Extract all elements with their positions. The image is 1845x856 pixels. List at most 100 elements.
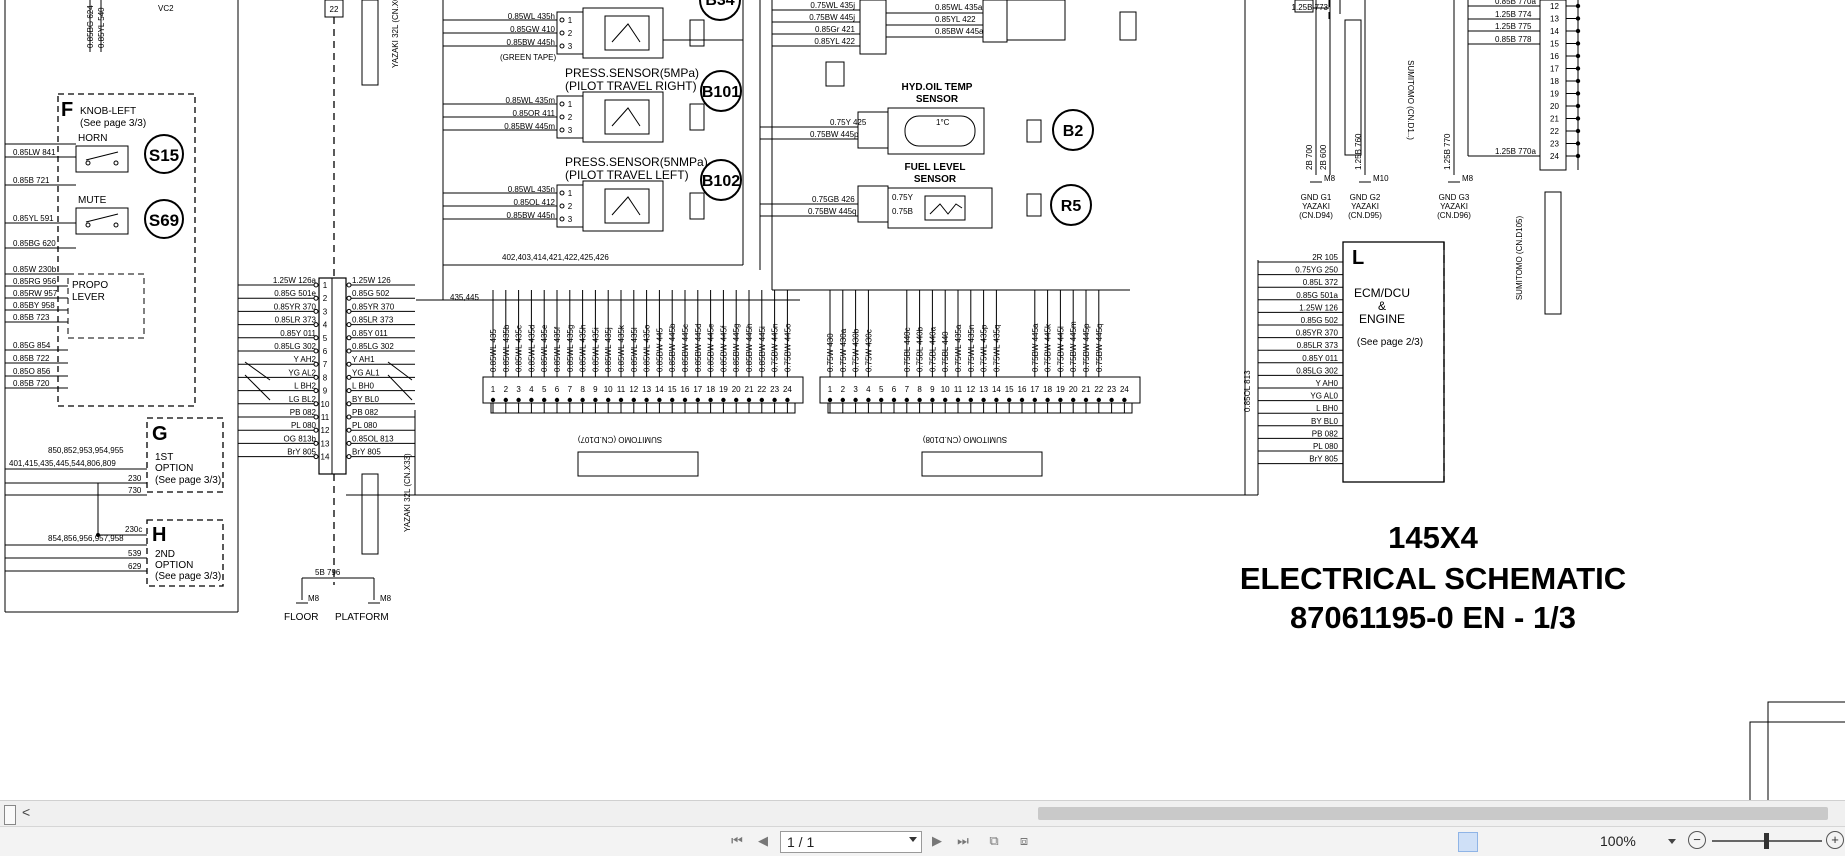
connector-pin: 10 bbox=[321, 400, 330, 409]
bottom-wire-label: 0.85WL 435c bbox=[515, 325, 524, 372]
hyd-wire: 0.75BW 445p bbox=[810, 130, 859, 139]
connector-right-wire: 0.85LG 302 bbox=[352, 342, 394, 351]
connector-pin: 13 bbox=[321, 439, 330, 448]
title-model: 145X4 bbox=[1388, 520, 1478, 555]
top-right-wire: 0.85B 770a bbox=[1495, 0, 1536, 6]
bottom-pin: 19 bbox=[719, 385, 728, 394]
scroll-left-arrow-icon[interactable]: < bbox=[22, 804, 31, 820]
connector-left-wire: 0.85G 501e bbox=[274, 289, 316, 298]
sumitomo-right-label: SUMITOMO (CN.D105) bbox=[1515, 216, 1524, 301]
gnd-maker: YAZAKI bbox=[1351, 202, 1379, 211]
top-mid-wire: 0.75WL 435j bbox=[810, 1, 855, 10]
ecm-wire: BrY 805 bbox=[1309, 455, 1338, 464]
two-page-continuous-view-icon[interactable] bbox=[1548, 832, 1568, 852]
ecm-wire: PL 080 bbox=[1313, 442, 1339, 451]
platform-label: PLATFORM bbox=[335, 612, 389, 623]
horizontal-scrollbar[interactable]: < bbox=[0, 800, 1845, 827]
bottom-pin: 13 bbox=[979, 385, 988, 394]
gnd-cn: (CN.D96) bbox=[1437, 211, 1471, 220]
zoom-in-icon[interactable]: + bbox=[1826, 831, 1844, 849]
b102-label-1: PRESS.SENSOR(5NMPa) bbox=[565, 155, 708, 169]
scroll-left-cap[interactable] bbox=[4, 805, 16, 825]
bottom-pin: 12 bbox=[966, 385, 975, 394]
bottom-pin: 23 bbox=[1107, 385, 1116, 394]
bottom-pin: 6 bbox=[555, 385, 560, 394]
bottom-wire-label: 0.75WL 435p bbox=[980, 324, 989, 372]
connector-pin: 14 bbox=[321, 453, 330, 462]
continuous-view-icon[interactable] bbox=[1488, 832, 1508, 852]
connector-right-wire: PB 082 bbox=[352, 408, 379, 417]
previous-page-icon[interactable]: ◀ bbox=[758, 833, 768, 848]
ecm-wire: BY BL0 bbox=[1311, 417, 1339, 426]
bottom-pin: 10 bbox=[604, 385, 613, 394]
last-page-icon[interactable]: ⏭ bbox=[957, 833, 969, 848]
bottom-wire-label: 0.85BW 445g bbox=[732, 324, 741, 372]
bottom-pin: 3 bbox=[516, 385, 521, 394]
zoom-level[interactable]: 100% bbox=[1600, 833, 1636, 849]
bottom-wire-label: 0.75BL 440a bbox=[928, 326, 937, 372]
gnd-maker: YAZAKI bbox=[1302, 202, 1330, 211]
group-h-letter: H bbox=[152, 524, 166, 546]
bottom-pin: 11 bbox=[954, 385, 963, 394]
first-page-icon[interactable]: ⏮ bbox=[731, 833, 743, 848]
bottom-wire-label: 0.75BW 445o bbox=[783, 323, 792, 372]
fit-page-icon[interactable]: ⧉ bbox=[989, 833, 999, 848]
sensor-pin: 1 bbox=[568, 189, 573, 198]
two-page-view-icon[interactable] bbox=[1518, 832, 1538, 852]
fit-width-icon[interactable]: ⧈ bbox=[1019, 833, 1029, 848]
ecm-line2: & bbox=[1378, 299, 1386, 313]
next-page-icon[interactable]: ▶ bbox=[932, 833, 942, 848]
ecm-wire: Y AH0 bbox=[1315, 379, 1338, 388]
scroll-thumb[interactable] bbox=[1038, 807, 1828, 820]
connector-pin: 9 bbox=[323, 387, 328, 396]
bottom-pin: 2 bbox=[841, 385, 846, 394]
zoom-dropdown-icon[interactable] bbox=[1668, 839, 1676, 844]
f-wire-label: 0.85B 722 bbox=[13, 354, 50, 363]
bottom-wire-label: 0.85BW 445 bbox=[655, 327, 664, 372]
page-number-field[interactable]: 1 / 1 bbox=[780, 831, 922, 853]
floor-label: FLOOR bbox=[284, 612, 318, 623]
right-pin: 14 bbox=[1550, 27, 1559, 36]
bottom-pin: 14 bbox=[992, 385, 1001, 394]
single-page-view-icon[interactable] bbox=[1458, 832, 1478, 852]
ecm-line3: ENGINE bbox=[1359, 312, 1405, 326]
f-wire-label: 0.85O 856 bbox=[13, 367, 51, 376]
group-h-line1: 2ND bbox=[155, 549, 175, 560]
zoom-out-icon[interactable]: − bbox=[1688, 831, 1706, 849]
connector-right-wire: BrY 805 bbox=[352, 448, 381, 457]
bottom-wire-label: 0.85WL 435l bbox=[630, 327, 639, 372]
right-pin: 23 bbox=[1550, 140, 1559, 149]
connector-right-wire: PL 080 bbox=[352, 421, 378, 430]
bottom-wire-label: 0.75W 430c bbox=[864, 329, 873, 372]
connector-left-wire: YG AL2 bbox=[288, 368, 316, 377]
sensor-pin: 1 bbox=[568, 100, 573, 109]
page-number-value: 1 / 1 bbox=[787, 834, 815, 850]
connector-pin: 1 bbox=[323, 281, 328, 290]
connector-left-wire: 0.85LR 373 bbox=[275, 316, 317, 325]
bottom-pin: 14 bbox=[655, 385, 664, 394]
mute-label: MUTE bbox=[78, 195, 107, 206]
bottom-wire-label: 0.85WL 435b bbox=[502, 324, 511, 372]
bottom-wire-label: 0.75W 430a bbox=[839, 328, 848, 372]
yazaki-bottom-label: YAZAKI 32L (CN.X33) bbox=[403, 453, 412, 532]
page-dropdown-icon[interactable] bbox=[909, 837, 917, 842]
group-h-w2: 629 bbox=[128, 562, 142, 571]
ground-m8-a: M8 bbox=[308, 594, 320, 603]
f-wire-label: 0.85B 723 bbox=[13, 313, 50, 322]
bottom-pin: 10 bbox=[941, 385, 950, 394]
zoom-slider[interactable] bbox=[1712, 833, 1822, 849]
connector-left-wire: Y AH2 bbox=[293, 355, 316, 364]
connector-pin: 2 bbox=[323, 294, 328, 303]
top-mid-wire-2: 0.85YL 422 bbox=[935, 15, 976, 24]
zoom-slider-knob[interactable] bbox=[1764, 833, 1769, 849]
connector-pin: 12 bbox=[321, 426, 330, 435]
group-g-see: (See page 3/3) bbox=[155, 475, 221, 486]
bottom-wire-label: 0.75BW 445k bbox=[1044, 323, 1053, 372]
bottom-wire-label: 0.75BW 445p bbox=[1082, 323, 1091, 372]
sensor-wire: 0.85BW 445n bbox=[507, 211, 555, 220]
